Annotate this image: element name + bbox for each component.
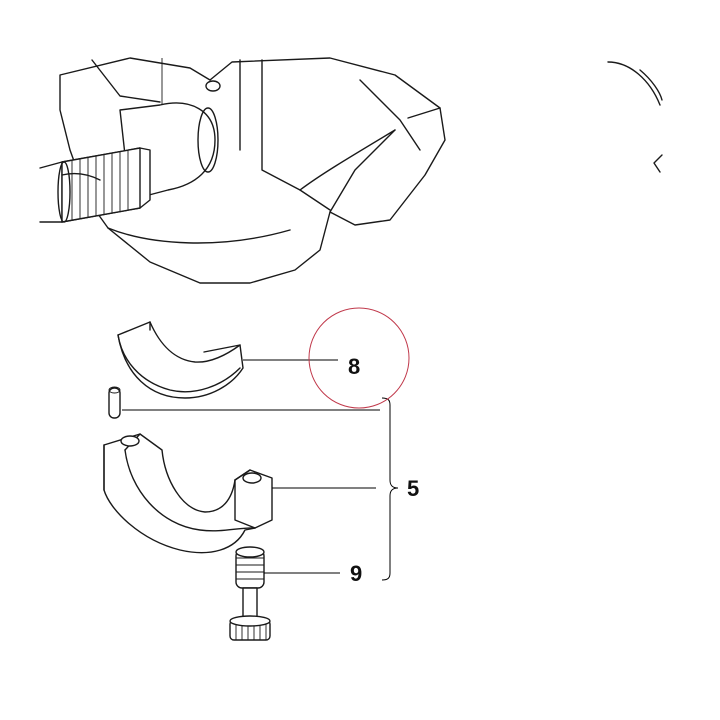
dowel-pin [108, 386, 121, 419]
crankshaft [39, 57, 446, 284]
group-bracket [381, 397, 399, 581]
highlight-circle [308, 307, 410, 409]
bearing-shell [117, 321, 244, 399]
connecting-rod-cap [103, 433, 273, 554]
callout-5: 5 [407, 476, 419, 501]
callout-8: 8 [348, 354, 360, 379]
adjacent-part-fragment [607, 61, 663, 173]
leader-lines [122, 359, 380, 574]
bolt [229, 546, 271, 641]
callout-9: 9 [350, 561, 362, 586]
